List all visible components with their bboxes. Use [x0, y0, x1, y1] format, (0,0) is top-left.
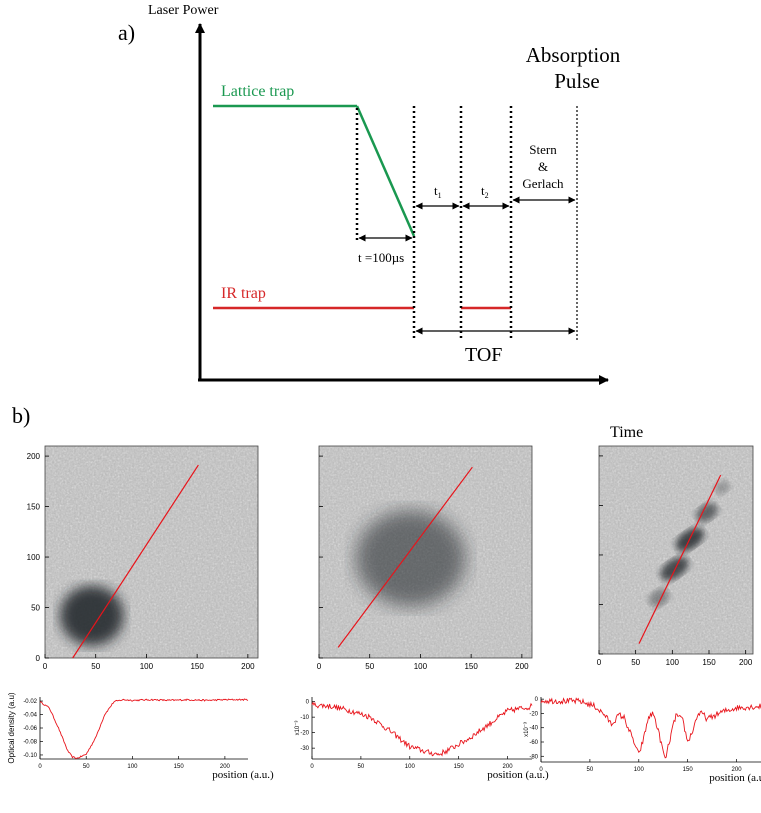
stern-gerlach-line3: Gerlach: [522, 176, 564, 191]
profile-chart-2: 0 50 100 150 200 0 -10 -20 -30 x10⁻³ position (a.u…: [295, 697, 549, 781]
image-x-tick-label: 50: [631, 658, 640, 667]
lattice-ramp-line: [355, 105, 416, 237]
profile-x-tick-label: 150: [683, 767, 694, 773]
lattice-trap-label: Lattice trap: [221, 83, 294, 100]
image-x-tick-label: 100: [140, 662, 154, 671]
image-y-tick-label: 200: [27, 452, 41, 461]
stern-gerlach-line1: Stern: [529, 142, 557, 157]
image-x-tick-label: 0: [597, 658, 602, 667]
t1-label: t1: [434, 183, 442, 200]
atom-cloud: [648, 588, 670, 607]
image-x-tick-label: 150: [190, 662, 204, 671]
profile-trace: [39, 698, 249, 760]
atom-cloud: [695, 503, 718, 523]
profile-chart-1: 0 50 100 150 200 -0.02 -0.04 -0.06 -0.08 -0.10 Opt…: [7, 692, 274, 781]
profile-x-tick-label: 150: [174, 764, 185, 770]
profile-y-tick-label: -20: [529, 711, 538, 717]
panel-b-label: b): [12, 403, 30, 428]
tof-label: TOF: [465, 344, 502, 366]
absorption-label-line2: Pulse: [554, 69, 600, 93]
x-axis-label: Time: [610, 424, 643, 441]
profile-x-label: position (a.u.): [212, 769, 274, 781]
atom-cloud: [660, 556, 689, 581]
profile-x-tick-label: 50: [587, 767, 594, 773]
profile-y-tick-label: -40: [529, 726, 538, 732]
profile-cut-line: [337, 466, 473, 648]
absorption-label-line1: Absorption: [526, 43, 621, 67]
profile-x-label: position (a.u.): [709, 772, 761, 784]
profile-cut-line: [72, 464, 199, 659]
image-y-tick-label: 50: [31, 604, 40, 613]
image-frame: [598, 445, 754, 655]
absorption-image-3: 0 50 100 150 200: [597, 445, 754, 667]
image-x-tick-label: 50: [365, 662, 374, 671]
panel-a-label: a): [118, 20, 135, 45]
profile-trace: [311, 701, 533, 757]
profile-chart-3: 0 50 100 150 200 0 -20 -40 -60 -80 x10⁻³ position (…: [524, 697, 761, 784]
ramp-duration-label: t =100µs: [358, 250, 404, 265]
y-axis-label: Laser Power: [148, 3, 219, 18]
profile-y-tick-label: 0: [306, 700, 310, 706]
profile-y-label: x10⁻³: [524, 722, 530, 737]
atom-cloud: [714, 480, 730, 495]
profile-y-tick-label: -0.08: [23, 739, 37, 745]
profile-y-tick-label: -10: [300, 715, 309, 721]
image-y-tick-label: 100: [27, 553, 41, 562]
profile-x-tick-label: 100: [634, 767, 645, 773]
image-y-tick-label: 150: [27, 503, 41, 512]
profile-x-tick-label: 200: [220, 764, 231, 770]
profile-x-tick-label: 150: [454, 764, 465, 770]
image-noise: [599, 446, 753, 654]
profile-y-tick-label: -80: [529, 754, 538, 760]
profile-y-tick-label: -0.02: [23, 699, 37, 705]
atom-cloud: [355, 510, 466, 607]
stern-gerlach-line2: &: [538, 159, 548, 174]
profile-y-label: x10⁻³: [295, 721, 301, 736]
profile-x-tick-label: 200: [503, 764, 514, 770]
image-x-tick-label: 100: [414, 662, 428, 671]
profile-trace: [540, 697, 761, 759]
atom-cloud: [59, 585, 124, 646]
profile-x-tick-label: 50: [83, 764, 90, 770]
image-x-tick-label: 200: [241, 662, 255, 671]
absorption-image-1: 00 50 50 100 100 150 150 200 200: [27, 445, 259, 671]
image-x-tick-label: 200: [739, 658, 753, 667]
absorption-image-2: 0 50 100 150 200: [317, 445, 533, 671]
profile-x-tick-label: 100: [127, 764, 138, 770]
image-x-tick-label: 150: [464, 662, 478, 671]
image-frame: [318, 445, 533, 659]
panel-a: a) Laser Power Time Absorption Pulse Lat…: [118, 3, 643, 441]
profile-y-tick-label: -0.06: [23, 726, 37, 732]
profile-x-tick-label: 100: [405, 764, 416, 770]
profile-x-tick-label: 50: [358, 764, 365, 770]
image-x-tick-label: 100: [666, 658, 680, 667]
image-frame: [44, 445, 259, 659]
profile-y-tick-label: 0: [535, 697, 539, 703]
profile-y-tick-label: -60: [529, 740, 538, 746]
image-x-tick-label: 200: [515, 662, 529, 671]
image-x-tick-label: 50: [91, 662, 100, 671]
profile-cut-line: [638, 474, 722, 644]
image-x-tick-label: 0: [43, 662, 48, 671]
profile-x-tick-label: 0: [310, 764, 314, 770]
profile-y-tick-label: -20: [300, 731, 309, 737]
profile-x-tick-label: 0: [38, 764, 42, 770]
ir-trap-label: IR trap: [221, 285, 266, 302]
profile-x-tick-label: 200: [732, 767, 743, 773]
profile-y-label: Optical density (a.u): [7, 692, 16, 763]
profile-y-tick-label: -30: [300, 746, 309, 752]
density-profiles: 0 50 100 150 200 -0.02 -0.04 -0.06 -0.08 -0.10 Opt…: [7, 692, 761, 784]
profile-y-tick-label: -0.04: [23, 713, 37, 719]
profile-x-tick-label: 0: [539, 767, 543, 773]
image-x-tick-label: 0: [317, 662, 322, 671]
profile-x-label: position (a.u.): [487, 769, 549, 781]
image-y-tick-label: 0: [36, 654, 41, 663]
image-x-tick-label: 150: [702, 658, 716, 667]
profile-y-tick-label: -0.10: [23, 753, 37, 759]
t2-label: t2: [481, 183, 489, 200]
